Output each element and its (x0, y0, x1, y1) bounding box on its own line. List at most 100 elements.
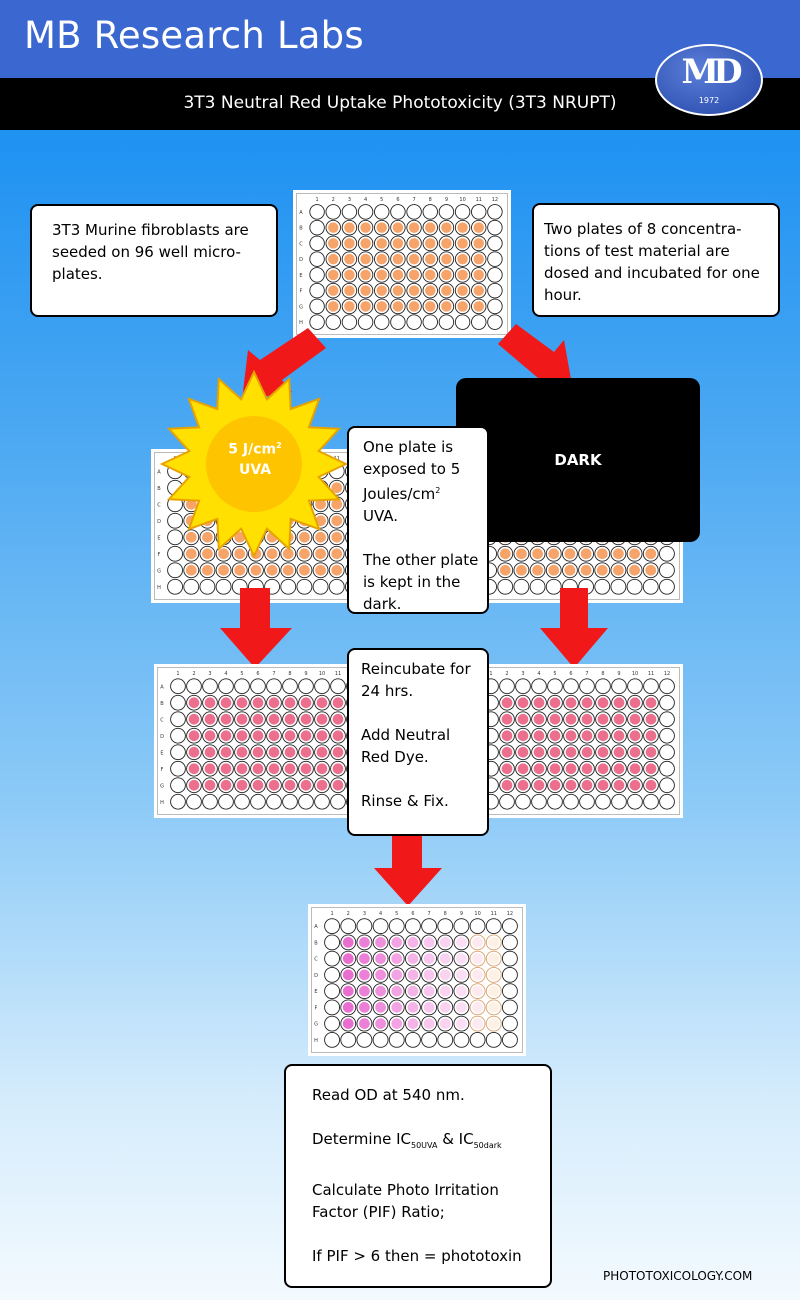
well-contents (472, 1001, 483, 1013)
plate-row-label: G (160, 783, 164, 789)
plate-well (454, 204, 471, 220)
well-contents (284, 730, 296, 742)
well-contents (425, 301, 436, 312)
well-contents (266, 564, 278, 576)
plate-well (501, 1015, 518, 1032)
well-contents (488, 1001, 500, 1013)
well-contents (202, 564, 213, 576)
well-contents (613, 730, 625, 742)
well-contents (342, 953, 354, 965)
determine-ic50-text: Determine IC50UVA & IC50dark (312, 1128, 540, 1157)
plate-well (643, 678, 659, 695)
expose-step-box: One plate is exposed to 5 Joules/cm2 UVA… (347, 426, 489, 614)
plate-row-label: C (299, 241, 303, 247)
well-contents (613, 713, 625, 725)
well-contents (376, 301, 387, 312)
plate-well (659, 793, 675, 810)
well-contents (331, 548, 343, 560)
plate-well (501, 950, 518, 967)
plate-well (437, 1031, 454, 1048)
plate-well (324, 999, 341, 1016)
plate-well (406, 204, 422, 220)
well-contents (284, 779, 296, 791)
plate-well (487, 235, 503, 252)
well-contents (328, 238, 339, 249)
plate-row-label: D (314, 973, 318, 979)
well-contents (629, 713, 641, 725)
well-contents (391, 936, 403, 948)
well-contents (359, 953, 370, 965)
plate-well (309, 204, 325, 220)
well-contents (407, 969, 419, 981)
well-contents (613, 564, 624, 576)
well-contents (204, 763, 216, 775)
plate-well (186, 678, 202, 695)
well-contents (441, 285, 452, 296)
well-contents (407, 1001, 419, 1013)
plate-column-label: 6 (569, 671, 572, 677)
plate-well (280, 578, 297, 595)
well-contents (645, 697, 657, 709)
well-contents (375, 985, 386, 997)
plate-well (324, 1031, 341, 1048)
well-contents (375, 1001, 386, 1013)
well-contents (344, 269, 355, 281)
plate-well (372, 918, 389, 935)
well-contents (331, 531, 343, 543)
plate-well (579, 678, 595, 695)
well-contents (342, 1001, 354, 1013)
well-contents (391, 969, 403, 981)
plate-well (298, 793, 314, 810)
well-contents (473, 301, 484, 312)
well-contents (359, 936, 370, 948)
well-contents (629, 548, 640, 560)
page-subtitle: 3T3 Neutral Red Uptake Phototoxicity (3T… (183, 93, 617, 113)
plate-column-label: 10 (632, 671, 638, 677)
well-contents (376, 285, 387, 296)
plate-well (170, 694, 186, 711)
well-contents (629, 564, 640, 576)
plate-well (627, 793, 643, 810)
plate-well (218, 793, 234, 810)
plate-column-label: 8 (429, 197, 432, 203)
plate-well (626, 578, 643, 595)
plate-well (324, 966, 341, 983)
plate-well (659, 777, 675, 794)
calculate-pif-text: Calculate Photo Irritation Factor (PIF) … (312, 1181, 499, 1221)
well-contents (549, 713, 561, 725)
well-contents (328, 222, 339, 233)
well-contents (252, 713, 264, 725)
plate-well (330, 678, 346, 695)
well-contents (282, 548, 294, 560)
plate-well (314, 678, 330, 695)
well-contents (423, 1018, 435, 1030)
plate-well (501, 966, 518, 983)
well-contents (457, 269, 468, 281)
plate-column-label: 4 (379, 911, 382, 917)
plate-well (658, 545, 675, 562)
well-contents (268, 779, 280, 791)
plate-well (501, 918, 518, 935)
well-contents (185, 498, 197, 510)
well-contents (645, 730, 657, 742)
plate-well (388, 918, 405, 935)
well-contents (456, 953, 467, 965)
plate-row-label: G (314, 1022, 318, 1028)
well-contents (565, 713, 577, 725)
plate-well (422, 204, 438, 220)
well-contents (220, 713, 232, 725)
plate-well (627, 678, 643, 695)
well-contents (456, 1018, 467, 1030)
well-contents (331, 498, 343, 510)
well-contents (375, 936, 386, 948)
well-contents (202, 548, 213, 560)
plate-well (453, 918, 470, 935)
plate-well (357, 204, 374, 220)
plate-well (298, 678, 314, 695)
plate-well (501, 999, 518, 1016)
well-contents (499, 548, 511, 560)
well-contents (472, 936, 483, 948)
plate-column-label: 2 (505, 671, 508, 677)
